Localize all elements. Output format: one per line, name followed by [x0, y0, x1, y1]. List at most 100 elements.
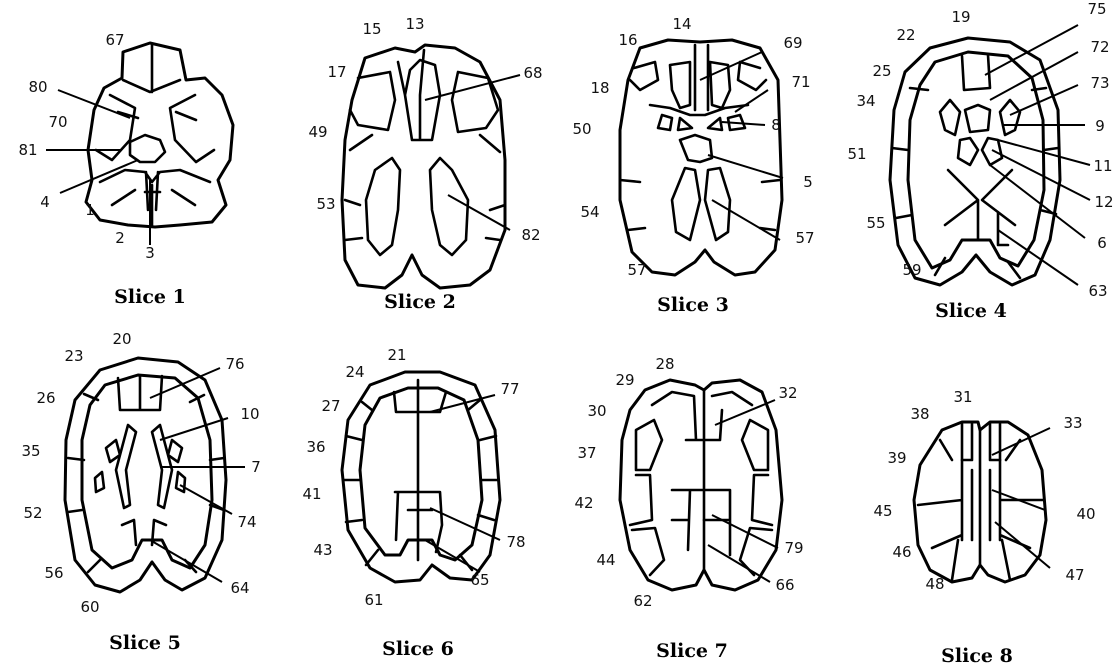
slice-4: 19 75 22 72 25 73 34 9 51 11 12 55 6 59 … — [847, 0, 1113, 322]
slice-7-drawing — [620, 380, 782, 590]
slice-4-label: 59 — [902, 261, 921, 279]
slice-5-label: 35 — [21, 442, 40, 460]
slice-2: 15 13 17 68 49 53 82 Slice 2 — [308, 15, 542, 313]
slice-8-label: 40 — [1076, 505, 1095, 523]
slice-5-label: 20 — [112, 330, 131, 348]
slice-2-label: 13 — [405, 15, 424, 33]
slice-7-label: 44 — [596, 551, 615, 569]
slice-6-label: 61 — [364, 591, 383, 609]
slice-4-label: 6 — [1097, 234, 1107, 252]
slice-4-label: 25 — [872, 62, 891, 80]
slice-3-label: 18 — [590, 79, 609, 97]
slice-2-label: 15 — [362, 20, 381, 38]
slice-1-label: 2 — [115, 229, 125, 247]
slice-5-label: 56 — [44, 564, 63, 582]
slice-6-label: 27 — [321, 397, 340, 415]
slice-4-label: 12 — [1094, 193, 1113, 211]
slice-6-label: 36 — [306, 438, 325, 456]
slice-7-label: 28 — [655, 355, 674, 373]
slice-8-label: 38 — [910, 405, 929, 423]
slice-3-label: 57 — [627, 261, 646, 279]
slice-3-drawing — [620, 40, 782, 275]
slice-2-caption: Slice 2 — [384, 291, 456, 313]
slice-5-caption: Slice 5 — [109, 632, 181, 654]
slice-8-label: 48 — [925, 575, 944, 593]
slice-5-label: 76 — [225, 355, 244, 373]
slice-6-caption: Slice 6 — [382, 638, 454, 660]
slice-3-label: 54 — [580, 203, 599, 221]
slice-7-label: 66 — [775, 576, 794, 594]
slice-4-label: 11 — [1093, 157, 1112, 175]
slice-2-label: 49 — [308, 123, 327, 141]
slice-3-label: 14 — [672, 15, 691, 33]
slice-5-label: 23 — [64, 347, 83, 365]
slice-3-label: 69 — [783, 34, 802, 52]
slice-4-label: 72 — [1090, 38, 1109, 56]
slice-8-label: 31 — [953, 388, 972, 406]
slice-7-label: 29 — [615, 371, 634, 389]
slice-8-label: 39 — [887, 449, 906, 467]
slice-6-label: 41 — [302, 485, 321, 503]
slice-6-label: 77 — [500, 380, 519, 398]
slice-6-label: 78 — [506, 533, 525, 551]
slice-6-drawing — [342, 372, 500, 582]
slice-7-label: 62 — [633, 592, 652, 610]
slice-3-caption: Slice 3 — [657, 294, 729, 316]
slice-8-label: 33 — [1063, 414, 1082, 432]
slice-7-label: 79 — [784, 539, 803, 557]
slice-4-label: 63 — [1088, 282, 1107, 300]
slice-1-label: 70 — [48, 113, 67, 131]
slice-5-label: 26 — [36, 389, 55, 407]
slice-1-label: 3 — [145, 244, 155, 262]
slice-7-caption: Slice 7 — [656, 640, 728, 662]
slice-7-label: 37 — [577, 444, 596, 462]
slice-3-label: 71 — [791, 73, 810, 91]
slice-6-label: 43 — [313, 541, 332, 559]
slice-6: 21 24 77 27 36 41 78 43 65 61 Slice 6 — [302, 346, 525, 660]
slice-6-label: 65 — [470, 571, 489, 589]
slice-4-label: 55 — [866, 214, 885, 232]
slice-3: 16 14 69 18 71 50 8 5 54 57 57 Slice 3 — [572, 15, 814, 316]
slice-2-drawing — [342, 45, 505, 288]
slice-3-leaders — [700, 52, 783, 240]
slice-6-label: 24 — [345, 363, 364, 381]
slice-1-label: 1 — [85, 201, 95, 219]
slice-2-label: 53 — [316, 195, 335, 213]
slice-4-caption: Slice 4 — [935, 300, 1007, 322]
slice-1-label: 67 — [105, 31, 124, 49]
slice-4-label: 51 — [847, 145, 866, 163]
slice-7: 28 29 32 30 37 42 79 44 66 62 Slice 7 — [574, 355, 803, 662]
slice-7-label: 30 — [587, 402, 606, 420]
slice-1-caption: Slice 1 — [114, 286, 186, 308]
slice-1-label: 80 — [28, 78, 47, 96]
slice-2-label: 17 — [327, 63, 346, 81]
slice-4-label: 19 — [951, 8, 970, 26]
slice-8-label: 47 — [1065, 566, 1084, 584]
slice-3-label: 57 — [795, 229, 814, 247]
slice-2-label: 82 — [521, 226, 540, 244]
slice-6-label: 21 — [387, 346, 406, 364]
slice-8-label: 46 — [892, 543, 911, 561]
slice-5: 20 23 76 26 10 35 7 52 74 64 56 60 Slice… — [21, 330, 260, 654]
slice-4-label: 9 — [1095, 117, 1105, 135]
slice-7-label: 42 — [574, 494, 593, 512]
slice-5-drawing — [65, 358, 226, 592]
slice-1-label: 81 — [18, 141, 37, 159]
slice-2-label: 68 — [523, 64, 542, 82]
slice-7-label: 32 — [778, 384, 797, 402]
slice-4-label: 22 — [896, 26, 915, 44]
slice-3-label: 5 — [803, 173, 813, 191]
slice-5-label: 10 — [240, 405, 259, 423]
slice-4-label: 34 — [856, 92, 875, 110]
slice-5-label: 60 — [80, 598, 99, 616]
slice-8-label: 45 — [873, 502, 892, 520]
slice-3-label: 16 — [618, 31, 637, 49]
slice-8-caption: Slice 8 — [941, 645, 1013, 667]
slice-3-label: 50 — [572, 120, 591, 138]
slice-6-leaders — [425, 395, 500, 572]
slice-5-label: 74 — [237, 513, 256, 531]
slice-3-label: 8 — [771, 116, 781, 134]
slice-1: 67 80 70 81 4 1 2 3 Slice 1 — [18, 31, 233, 308]
slice-8: 31 38 33 39 40 45 46 47 48 Slice 8 — [873, 388, 1095, 667]
